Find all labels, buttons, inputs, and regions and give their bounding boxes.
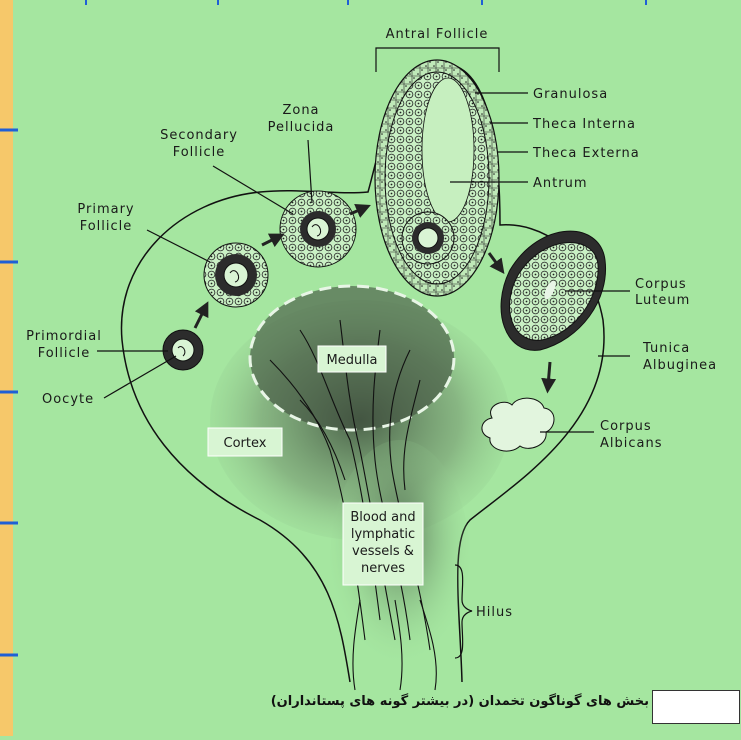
blood-vessels-label: Blood and lymphatic vessels & nerves	[343, 503, 423, 585]
label-primordial-2: Follicle	[38, 346, 91, 361]
label-antrum: Antrum	[533, 176, 587, 191]
label-zona-1: Zona	[282, 103, 319, 118]
primordial-follicle	[163, 330, 203, 370]
label-tunica-albuginea-2: Albuginea	[643, 358, 717, 373]
label-corpus-luteum-2: Luteum	[635, 293, 690, 308]
label-antral-follicle: Antral Follicle	[386, 27, 489, 42]
antral-follicle	[375, 60, 499, 296]
label-secondary-2: Follicle	[173, 145, 226, 160]
label-corpus-luteum-1: Corpus	[635, 277, 687, 292]
svg-text:Blood and: Blood and	[350, 510, 415, 525]
secondary-follicle	[280, 191, 356, 267]
figure-caption: بخش های گوناگون تخمدان (در بیشتر گونه ها…	[229, 694, 649, 709]
label-theca-externa: Theca Externa	[532, 146, 640, 161]
svg-text:Medulla: Medulla	[327, 353, 378, 368]
caption-input-box	[652, 690, 740, 724]
top-tick-marks	[86, 0, 646, 5]
cortex-label: Cortex	[208, 428, 282, 456]
label-zona-2: Pellucida	[268, 120, 335, 135]
svg-text:Cortex: Cortex	[224, 436, 267, 451]
label-hilus: Hilus	[476, 605, 513, 620]
label-primary-1: Primary	[77, 202, 134, 217]
label-primary-2: Follicle	[80, 219, 133, 234]
primary-follicle	[204, 243, 268, 307]
label-theca-interna: Theca Interna	[532, 117, 636, 132]
svg-text:nerves: nerves	[361, 561, 405, 576]
label-primordial-1: Primordial	[26, 329, 102, 344]
medulla-label: Medulla	[318, 346, 386, 372]
svg-text:vessels &: vessels &	[352, 544, 414, 559]
left-decor-strip	[0, 0, 13, 736]
svg-text:lymphatic: lymphatic	[351, 527, 415, 542]
label-oocyte: Oocyte	[42, 392, 94, 407]
label-granulosa: Granulosa	[533, 87, 608, 102]
label-tunica-albuginea-1: Tunica	[642, 341, 690, 356]
label-secondary-1: Secondary	[160, 128, 238, 143]
label-corpus-albicans-1: Corpus	[600, 419, 652, 434]
label-corpus-albicans-2: Albicans	[600, 436, 663, 451]
